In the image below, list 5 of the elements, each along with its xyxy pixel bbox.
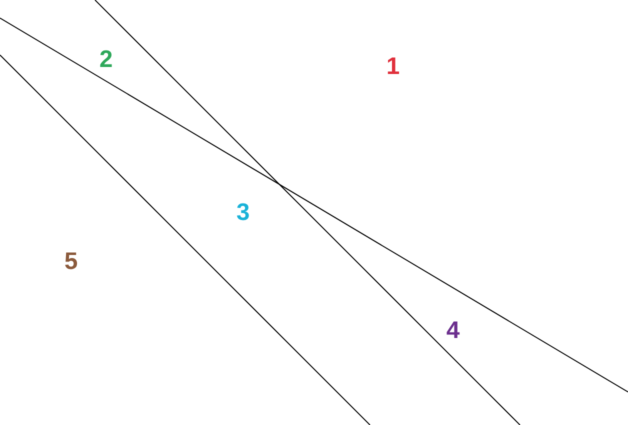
- region-number: 3: [236, 201, 250, 225]
- region-number: 4: [446, 319, 460, 343]
- region-number: 2: [99, 48, 113, 72]
- region-number: 5: [64, 250, 78, 274]
- region-number: 1: [386, 55, 400, 79]
